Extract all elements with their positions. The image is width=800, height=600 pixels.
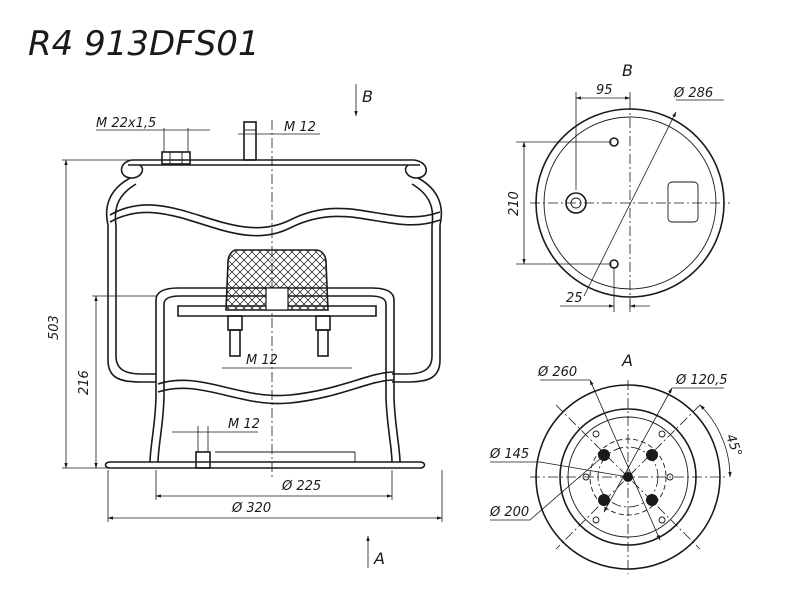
dim-a-d145: Ø 145 xyxy=(489,447,529,462)
label-m12-mid: M 12 xyxy=(246,353,278,368)
dim-d320: Ø 320 xyxy=(231,501,271,516)
label-m12-low: M 12 xyxy=(228,417,260,432)
label-m12-top: M 12 xyxy=(284,120,316,135)
dim-b-210: 210 xyxy=(507,191,522,216)
top-view-b: B 95 Ø 286 210 25 xyxy=(507,61,730,312)
label-m22: M 22x1,5 xyxy=(96,116,156,131)
dim-b-25: 25 xyxy=(566,291,583,306)
dim-b-95: 95 xyxy=(596,83,613,98)
dim-503: 503 xyxy=(47,315,62,340)
dim-d225: Ø 225 xyxy=(281,479,321,494)
view-arrows: B A xyxy=(354,84,385,568)
view-marker-b: B xyxy=(362,87,373,106)
bump-stop xyxy=(225,249,329,311)
view-a-title: A xyxy=(621,351,633,370)
dim-216: 216 xyxy=(77,370,92,395)
dim-a-d120: Ø 120,5 xyxy=(675,373,728,388)
air-fitting xyxy=(161,151,191,165)
dim-a-45: 45° xyxy=(722,432,744,459)
view-b-title: B xyxy=(622,61,633,80)
dim-a-d260: Ø 260 xyxy=(537,365,577,380)
view-marker-a: A xyxy=(373,549,385,568)
side-section-view xyxy=(104,120,443,478)
side-dimensions: 503 216 Ø 225 Ø 320 M 22x1,5 M 12 M 12 M… xyxy=(47,116,443,522)
top-stud xyxy=(243,121,257,161)
bottom-view-a: A Ø 260 Ø 120,5 Ø 145 Ø xyxy=(489,351,744,574)
drawing-title: R4 913DFS01 xyxy=(28,24,260,64)
dim-b-d286: Ø 286 xyxy=(673,86,713,101)
dim-a-d200: Ø 200 xyxy=(489,505,529,520)
